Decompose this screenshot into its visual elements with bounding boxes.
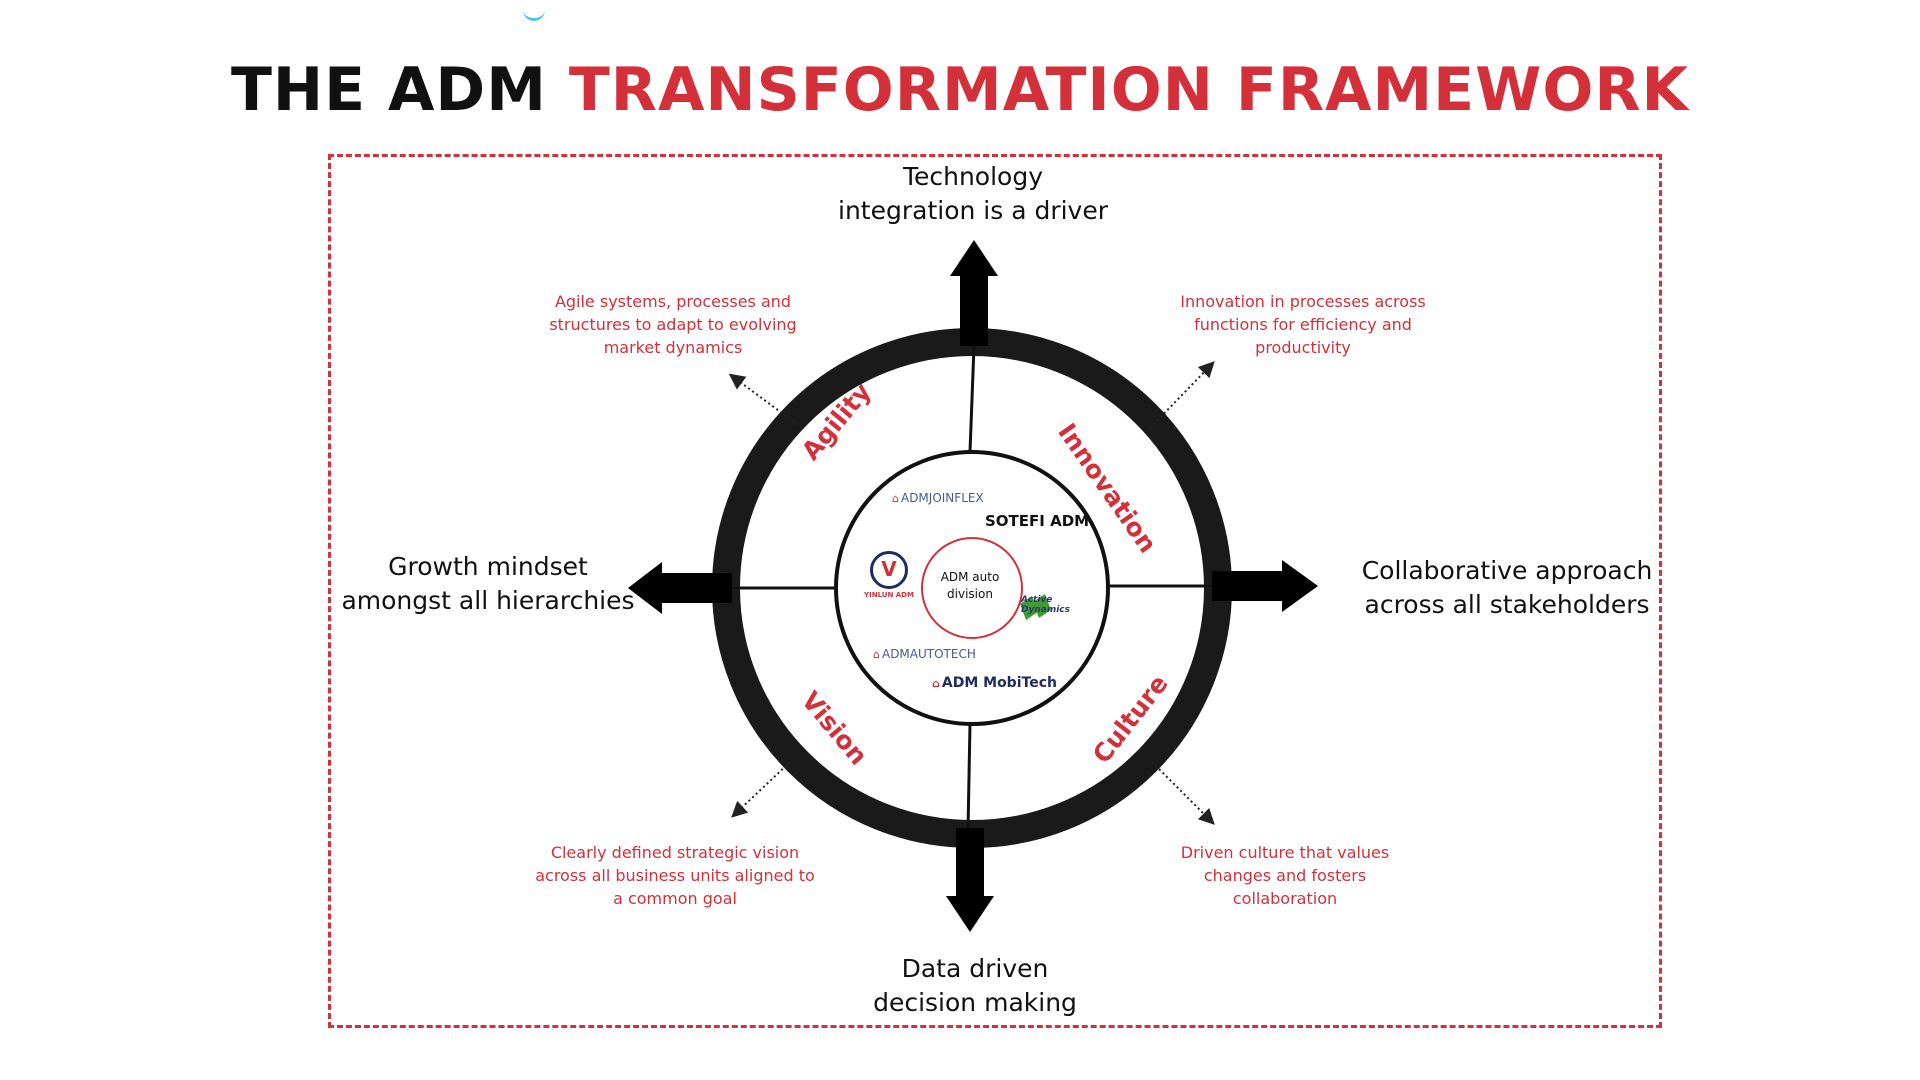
logo-admautotech: ⌂ADMAUTOTECH — [873, 647, 976, 661]
driver-top: Technology integration is a driver — [838, 162, 1109, 225]
divider-top — [968, 345, 976, 453]
dotted-arrow-vision — [731, 761, 791, 818]
dashed-frame — [328, 154, 1662, 1028]
logo-text: ADMAUTOTECH — [881, 647, 976, 661]
title-part-dark: THE ADM — [230, 55, 569, 125]
logo-sotefi-adm: SOTEFI ADM — [985, 512, 1090, 530]
dotted-arrow-culture — [1151, 761, 1215, 825]
divider-bottom — [966, 723, 972, 831]
logo-text: YINLUN ADM — [864, 591, 914, 599]
house-icon: ⌂ — [892, 492, 899, 505]
arrow-up — [950, 240, 998, 346]
arrow-right — [1212, 560, 1318, 612]
title-part-red: TRANSFORMATION FRAMEWORK — [568, 55, 1690, 125]
arrow-down — [946, 828, 994, 932]
logo-admjoinflex: ⌂ADMJOINFLEX — [892, 491, 984, 505]
center-label: ADM auto division — [940, 570, 1000, 601]
logo-active-dynamics: Active Dynamics — [1021, 595, 1070, 615]
note-innovation: Innovation in processes across functions… — [1180, 292, 1426, 357]
logo-adm-mobitech: ⌂ADM MobiTech — [932, 675, 1057, 691]
yinlun-badge-icon: V — [870, 551, 908, 589]
logo-text: ADM MobiTech — [941, 675, 1057, 691]
arrow-left — [628, 562, 732, 614]
logo-text: ADMJOINFLEX — [900, 491, 984, 505]
note-culture: Driven culture that values changes and f… — [1180, 843, 1390, 908]
logo-yinlun-adm: V YINLUN ADM — [861, 551, 917, 599]
driver-left: Growth mindset amongst all hierarchies — [341, 552, 635, 615]
page-title: THE ADM TRANSFORMATION FRAMEWORK — [0, 55, 1920, 125]
house-icon: ⌂ — [873, 648, 880, 661]
note-agility: Agile systems, processes and structures … — [549, 292, 797, 357]
center-circle — [921, 537, 1023, 639]
driver-bottom: Data driven decision making — [873, 954, 1077, 1017]
active-dynamics-mark — [1020, 594, 1051, 620]
decorative-arc — [523, 10, 545, 21]
house-icon: ⌂ — [932, 677, 940, 690]
note-vision: Clearly defined strategic vision across … — [535, 843, 815, 908]
driver-right: Collaborative approach across all stakeh… — [1361, 556, 1653, 619]
